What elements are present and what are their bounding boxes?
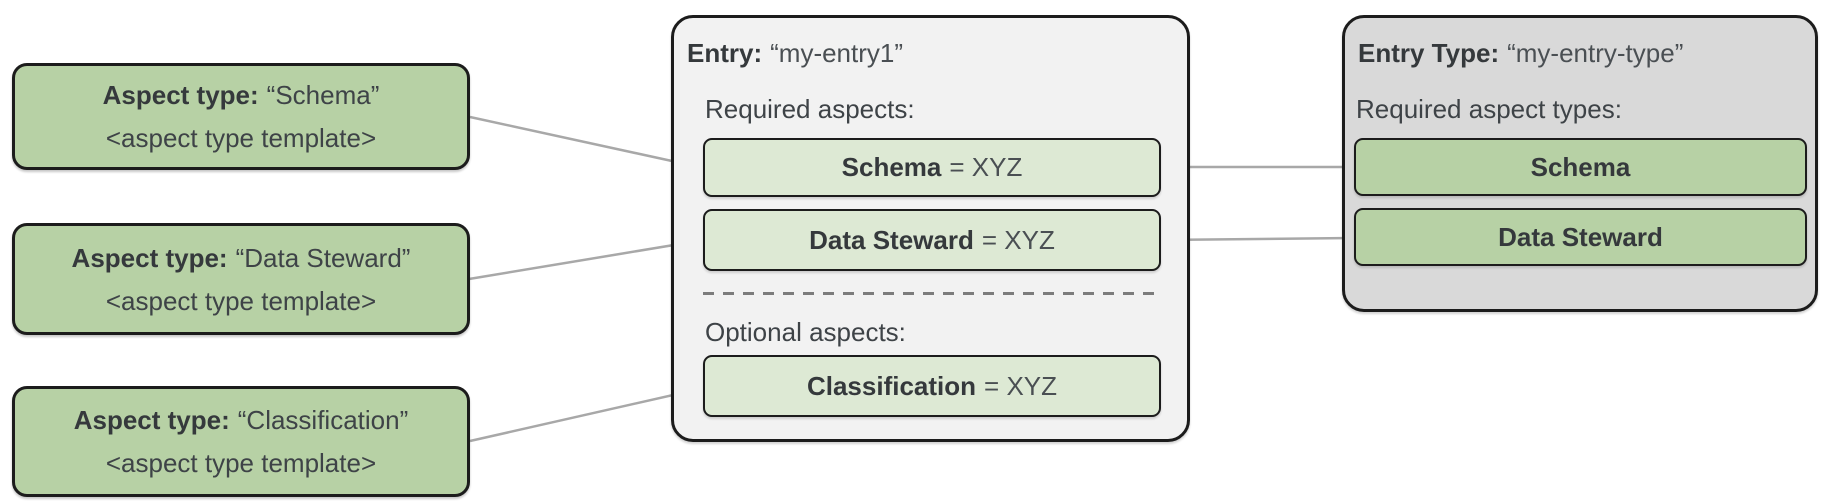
aspect-type-label: Aspect type: xyxy=(102,80,259,110)
required-aspect-types-label: Required aspect types: xyxy=(1356,94,1622,124)
aspect-type-card-data-steward: Aspect type:“Data Steward” <aspect type … xyxy=(12,223,470,335)
aspect-name: Schema xyxy=(841,152,942,182)
aspect-type-name: “Data Steward” xyxy=(235,242,411,273)
aspect-type-template: <aspect type template> xyxy=(105,123,377,153)
required-aspects-label: Required aspects: xyxy=(705,94,915,124)
aspect-type-card-classification: Aspect type:“Classification” <aspect typ… xyxy=(12,386,470,497)
entry-aspect-chip-schema: Schema= XYZ xyxy=(703,138,1161,197)
aspect-type-label: Aspect type: xyxy=(71,242,228,273)
aspect-type-card-title: Aspect type:“Classification” xyxy=(74,405,409,435)
entry-type-title: Entry Type:“my-entry-type” xyxy=(1358,37,1683,69)
entry-type-card: Entry Type:“my-entry-type” Required aspe… xyxy=(1342,15,1818,312)
aspect-type-name: Data Steward xyxy=(1498,221,1663,252)
entry-title-label: Entry: xyxy=(687,38,763,68)
aspect-value: = XYZ xyxy=(949,152,1023,182)
entry-aspect-chip-data-steward: Data Steward= XYZ xyxy=(703,209,1161,271)
entry-type-title-label: Entry Type: xyxy=(1358,38,1500,68)
aspect-type-name: Schema xyxy=(1530,151,1631,182)
aspect-name: Data Steward xyxy=(809,224,974,255)
aspect-type-label: Aspect type: xyxy=(73,405,230,435)
aspect-type-card-title: Aspect type:“Data Steward” xyxy=(72,243,411,273)
aspect-value: = XYZ xyxy=(984,370,1058,401)
required-optional-divider xyxy=(703,292,1161,295)
entry-aspect-chip-classification: Classification= XYZ xyxy=(703,355,1161,417)
aspect-type-name: “Schema” xyxy=(266,80,380,110)
aspect-type-card-schema: Aspect type:“Schema” <aspect type templa… xyxy=(12,63,470,170)
entry-card: Entry:“my-entry1” Required aspects: Sche… xyxy=(671,15,1190,442)
entry-title-name: “my-entry1” xyxy=(770,38,904,68)
entry-type-aspect-chip-schema: Schema xyxy=(1354,138,1807,196)
optional-aspects-label: Optional aspects: xyxy=(705,317,906,347)
entry-type-title-name: “my-entry-type” xyxy=(1507,38,1684,68)
aspect-value: = XYZ xyxy=(981,224,1055,255)
entry-title: Entry:“my-entry1” xyxy=(687,37,903,69)
entry-type-aspect-chip-data-steward: Data Steward xyxy=(1354,208,1807,266)
aspect-type-name: “Classification” xyxy=(237,405,409,435)
aspect-type-template: <aspect type template> xyxy=(105,448,377,478)
aspect-type-card-title: Aspect type:“Schema” xyxy=(103,80,380,110)
aspect-name: Classification xyxy=(806,370,977,401)
aspect-type-template: <aspect type template> xyxy=(105,285,377,316)
